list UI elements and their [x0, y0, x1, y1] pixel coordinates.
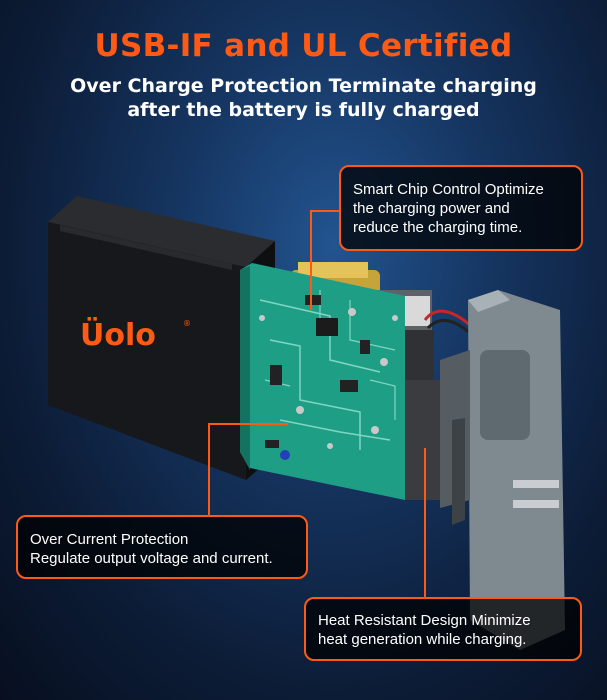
callout-heat-resistant: Heat Resistant Design Minimize heat gene… [304, 597, 582, 661]
brand-logo: Üolo [80, 316, 156, 353]
leader-current-h [208, 423, 288, 425]
callout-over-current-line1: Over Current Protection [30, 531, 189, 548]
circuit-board [240, 263, 405, 500]
svg-text:®: ® [183, 319, 191, 328]
plug-face [440, 290, 565, 650]
callout-heat-resistant-line2: heat generation while charging. [318, 631, 527, 648]
callout-over-current: Over Current Protection Regulate output … [16, 515, 308, 579]
headline: USB-IF and UL Certified [94, 28, 513, 64]
callout-smart-chip-line1: Smart Chip Control Optimize [353, 181, 544, 198]
subheadline-line2: after the battery is fully charged [127, 99, 480, 121]
leader-smart-h [310, 210, 340, 212]
callout-smart-chip-line3: reduce the charging time. [353, 219, 523, 236]
callout-heat-resistant-line1: Heat Resistant Design Minimize [318, 612, 531, 629]
callout-smart-chip: Smart Chip Control Optimize the charging… [339, 165, 583, 251]
callout-smart-chip-line2: the charging power and [353, 200, 510, 217]
subheadline: Over Charge Protection Terminate chargin… [0, 74, 607, 122]
leader-smart-v [310, 210, 312, 310]
leader-heat-h [424, 448, 426, 598]
leader-current-v [208, 423, 210, 516]
callout-over-current-line2: Regulate output voltage and current. [30, 550, 273, 567]
subheadline-line1: Over Charge Protection Terminate chargin… [70, 75, 537, 97]
